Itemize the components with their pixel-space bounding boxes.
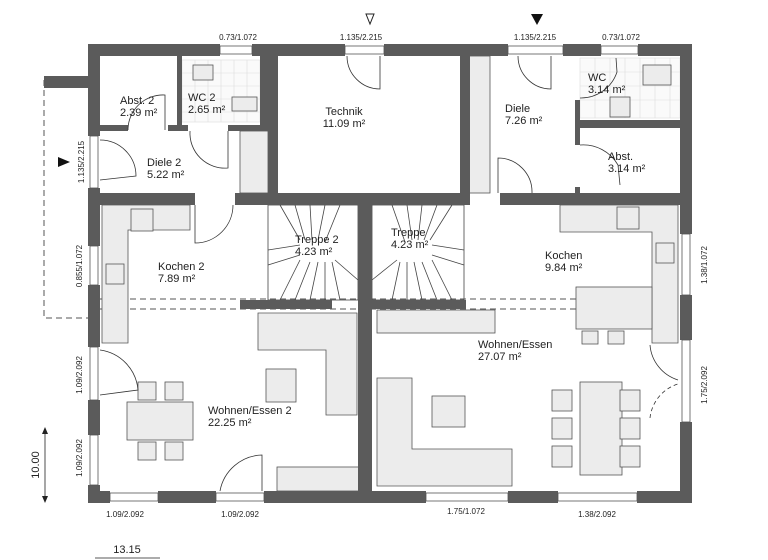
svg-text:1.75/1.072: 1.75/1.072	[447, 507, 485, 516]
room-name: Abst. 2	[120, 95, 154, 107]
sideboard2	[276, 466, 363, 492]
room-labels: Abst. 22.39 m² WC 22.65 m² Technik11.09 …	[120, 72, 646, 429]
svg-text:10.00: 10.00	[30, 451, 42, 479]
furniture	[101, 55, 679, 492]
room-area: 3.14 m²	[588, 84, 626, 96]
depth-dimension: 10.00	[30, 427, 48, 503]
room-name: WC	[588, 72, 606, 84]
walls	[88, 44, 692, 503]
door-swings[interactable]	[99, 55, 679, 492]
svg-text:1.09/2.092: 1.09/2.092	[75, 439, 84, 477]
dining-table2	[126, 401, 194, 441]
svg-text:1.38/2.092: 1.38/2.092	[578, 510, 616, 519]
room-name: Treppe	[391, 227, 425, 239]
svg-text:1.135/2.215: 1.135/2.215	[340, 33, 383, 42]
room-area: 4.23 m²	[295, 246, 333, 258]
room-area: 22.25 m²	[208, 417, 252, 429]
svg-text:1.38/1.072: 1.38/1.072	[700, 246, 709, 284]
opening-labels: 0.73/1.072 1.135/2.215 1.135/2.215 0.73/…	[75, 33, 709, 519]
svg-text:1.09/2.092: 1.09/2.092	[75, 356, 84, 394]
room-name: Diele 2	[147, 157, 181, 169]
room-area: 11.09 m²	[323, 118, 366, 130]
svg-text:0.855/1.072: 0.855/1.072	[75, 244, 84, 287]
coffee-table2	[265, 368, 297, 403]
room-area: 27.07 m²	[478, 351, 522, 363]
room-area: 7.26 m²	[505, 115, 543, 127]
cooktop	[616, 206, 640, 230]
room-area: 5.22 m²	[147, 169, 185, 181]
room-area: 3.14 m²	[608, 163, 646, 175]
room-area: 7.89 m²	[158, 273, 196, 285]
room-name: Treppe 2	[295, 234, 339, 246]
room-name: Diele	[505, 103, 530, 115]
room-area: 9.84 m²	[545, 262, 583, 274]
entrance-arrow-left-icon	[58, 157, 70, 167]
svg-text:1.09/2.092: 1.09/2.092	[106, 510, 144, 519]
room-name: Technik	[325, 106, 363, 118]
svg-text:1.135/2.215: 1.135/2.215	[514, 33, 557, 42]
room-name: WC 2	[188, 92, 216, 104]
kitchen-island	[575, 286, 653, 330]
sink2	[105, 263, 125, 285]
carport-beam	[44, 76, 88, 88]
room-name: Kochen	[545, 250, 582, 262]
svg-text:0.73/1.072: 0.73/1.072	[602, 33, 640, 42]
room-name: Kochen 2	[158, 261, 204, 273]
room-area: 4.23 m²	[391, 239, 429, 251]
room-name: Wohnen/Essen	[478, 339, 552, 351]
svg-text:13.15: 13.15	[113, 544, 141, 556]
svg-text:1.09/2.092: 1.09/2.092	[221, 510, 259, 519]
room-area: 2.39 m²	[120, 107, 158, 119]
cooktop2	[130, 208, 154, 232]
room-area: 2.65 m²	[188, 104, 226, 116]
sink	[655, 242, 675, 264]
svg-text:1.135/2.215: 1.135/2.215	[77, 140, 86, 183]
sofa	[376, 377, 513, 487]
room-name: Wohnen/Essen 2	[208, 405, 292, 417]
room-name: Abst.	[608, 151, 633, 163]
width-dimension: 13.15	[95, 544, 160, 559]
entrance-arrow-top-filled-icon	[531, 14, 543, 25]
coffee-table	[431, 395, 466, 428]
windows[interactable]	[89, 45, 691, 502]
sideboard	[376, 309, 496, 334]
svg-text:1.75/2.092: 1.75/2.092	[700, 366, 709, 404]
sofa2	[257, 312, 358, 416]
dining-table	[579, 381, 623, 476]
svg-text:0.73/1.072: 0.73/1.072	[219, 33, 257, 42]
entrance-arrow-top-open-icon	[365, 13, 375, 26]
